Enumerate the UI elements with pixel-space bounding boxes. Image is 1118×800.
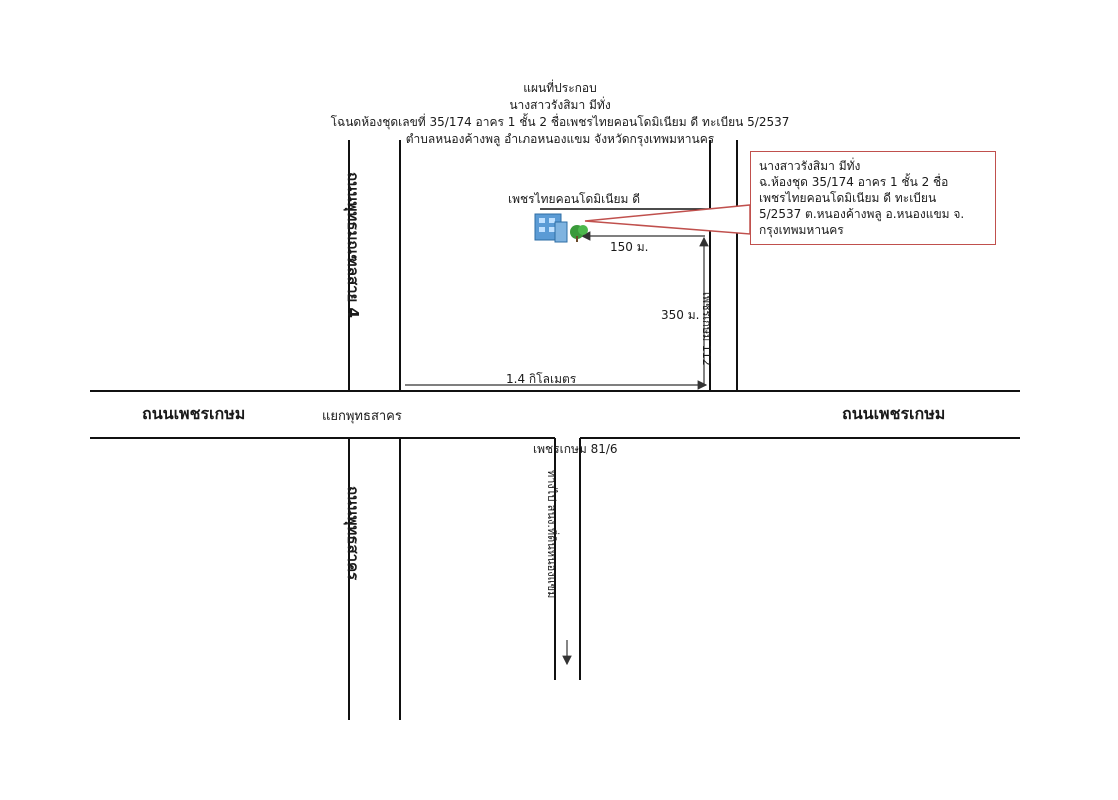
building-icon — [534, 213, 588, 243]
road-name-soi81: เพชรเกษม 81/6 — [533, 442, 618, 456]
distance-150m: 150 ม. — [610, 240, 649, 254]
road-name-phetkasem-left: ถนนเพชรเกษม — [142, 404, 246, 423]
callout-condo: เพชรไทยคอนโดมิเนียม ดี ทะเบียน — [759, 191, 937, 205]
header-owner: นางสาวรังสิมา มีทั่ง — [509, 98, 611, 112]
location-callout: นางสาวรังสิมา มีทั่ง ฉ.ห้องชุด 35/174 อา… — [750, 151, 996, 245]
header-location: ตำบลหนองค้างพลู อำเภอหนองแขม จังหวัดกรุง… — [405, 132, 715, 146]
distance-1-4km: 1.4 กิโลเมตร — [506, 372, 577, 386]
distance-350m: 350 ม. — [661, 308, 700, 322]
header-title: แผนที่ประกอบ — [523, 81, 597, 95]
header-deed: โฉนดห้องชุดเลขที่ 35/174 อาคร 1 ชั้น 2 ช… — [330, 115, 790, 129]
callout-province: กรุงเทพมหานคร — [759, 223, 844, 237]
map-header: แผนที่ประกอบ นางสาวรังสิมา มีทั่ง โฉนดห้… — [260, 80, 860, 148]
junction-label: แยกพุทธสาคร — [322, 409, 402, 424]
road-name-soi112: เพชรเกษม 112 — [700, 292, 713, 366]
callout-deed: ฉ.ห้องชุด 35/174 อาคร 1 ชั้น 2 ชื่อ — [759, 175, 949, 189]
building-label: เพชรไทยคอนโดมิเนียม ดี — [508, 192, 641, 206]
road-name-phetkasem-right: ถนนเพชรเกษม — [842, 404, 946, 423]
tree-icon — [570, 225, 588, 242]
road-name-phutthasakhon: ถนนพุทธสาคร — [344, 486, 362, 581]
callout-owner: นางสาวรังสิมา มีทั่ง — [759, 159, 861, 173]
callout-location: 5/2537 ต.หนองค้างพลู อ.หนองแขม จ. — [759, 207, 965, 221]
road-name-soi-to-office: ทางไป สนง.ที่ดินหนองแขม — [545, 470, 558, 599]
road-name-putthamonthon4: ถนนพุทธมณฑลสาย 4 — [344, 172, 362, 318]
